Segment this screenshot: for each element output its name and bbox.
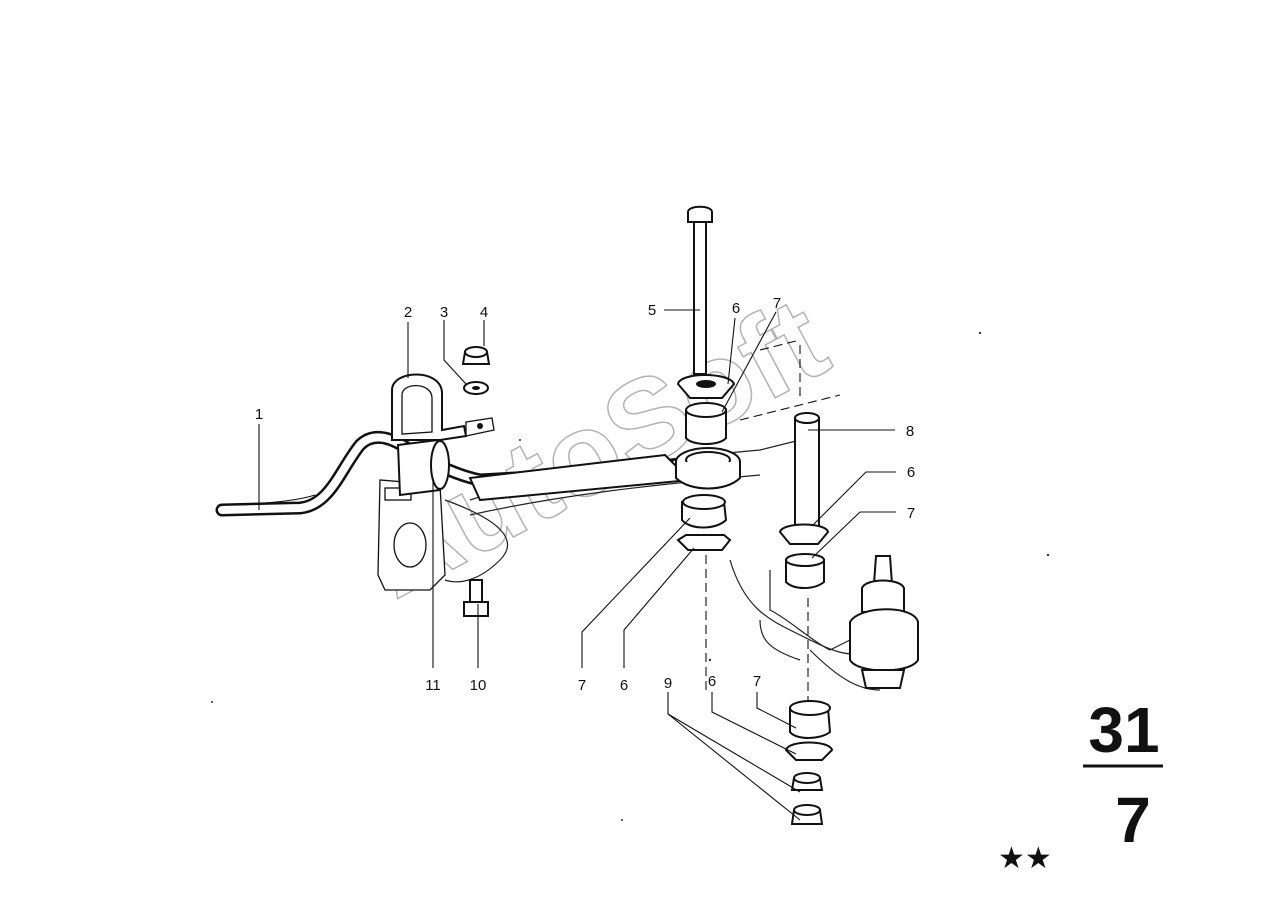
label-part-2: 2	[404, 304, 412, 321]
label-part-7-bottom: 7	[753, 673, 761, 690]
label-part-5: 5	[648, 302, 656, 319]
rubber-washer-upper	[676, 374, 736, 399]
rubber-washer-lower	[676, 534, 732, 551]
part-labels: 1 2 3 4 5 6 7 8 6 7 11 10 7 6 9 6 7	[255, 295, 915, 694]
label-part-10: 10	[470, 677, 487, 694]
label-part-11: 11	[425, 677, 441, 694]
label-part-7-top: 7	[773, 295, 781, 312]
group-sub-number: 7	[1115, 784, 1151, 856]
stabilizer-bar	[215, 430, 697, 517]
label-part-6-right: 6	[907, 464, 915, 481]
rubber-washer-right	[778, 523, 830, 545]
ball-joint	[849, 555, 919, 689]
rubber-mount	[396, 438, 450, 497]
label-part-7-right: 7	[907, 505, 915, 522]
connecting-link	[468, 447, 741, 502]
leader-lines	[258, 309, 896, 821]
label-part-6-bottom: 6	[708, 673, 716, 690]
clamp	[391, 373, 495, 441]
label-part-3: 3	[440, 304, 448, 321]
label-part-6-bottom-left: 6	[620, 677, 628, 694]
group-main-number: 31	[1088, 694, 1159, 766]
rubber-washer-bottom	[784, 741, 834, 761]
long-bolt	[687, 205, 713, 375]
label-part-4: 4	[480, 304, 488, 321]
scan-specks	[211, 331, 1050, 821]
castle-nut-upper	[790, 772, 824, 791]
rubber-bush-bottom	[789, 700, 832, 739]
rubber-bush-right	[785, 553, 825, 589]
screw	[463, 579, 489, 617]
castle-nut-lower	[790, 804, 824, 825]
label-part-1: 1	[255, 406, 263, 423]
label-part-7-bottom-left: 7	[578, 677, 586, 694]
label-part-8: 8	[906, 423, 914, 440]
label-part-9: 9	[664, 675, 672, 692]
rubber-bush-lower	[681, 494, 728, 529]
washer	[463, 381, 489, 395]
label-part-6-top: 6	[732, 300, 740, 317]
star-marks: ★★	[998, 841, 1052, 876]
hex-nut	[461, 346, 491, 365]
pin	[794, 412, 820, 529]
rubber-bush-upper	[685, 402, 727, 445]
group-number: 31 7 ★★	[998, 694, 1163, 876]
